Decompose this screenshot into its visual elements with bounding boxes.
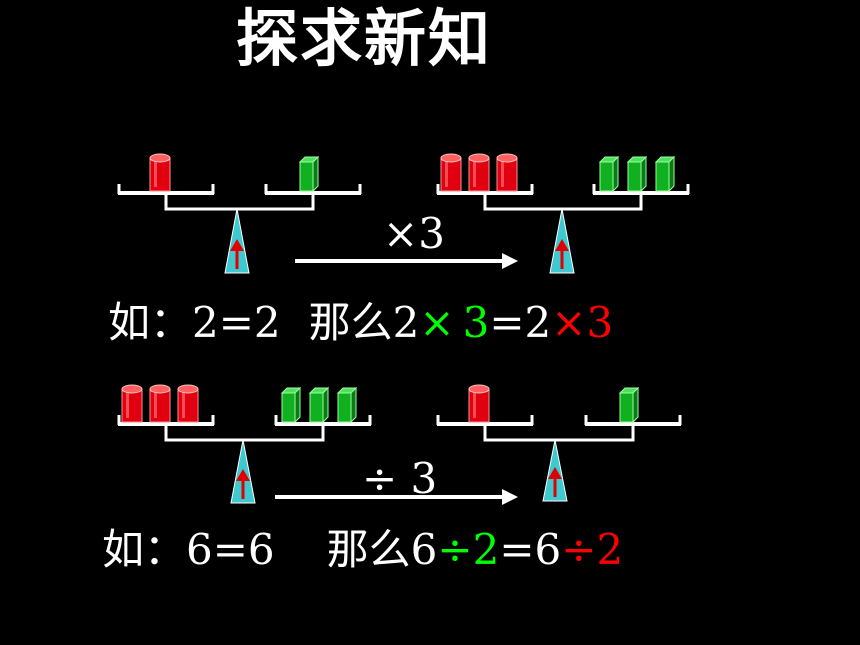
balance-scale-row2-left	[117, 384, 372, 504]
eq2-mid: =6	[499, 525, 562, 574]
eq2-op-red: ÷	[561, 525, 597, 574]
red-cylinder	[121, 384, 143, 423]
eq1-op-green: ×	[419, 298, 455, 347]
beam	[164, 424, 325, 442]
green-cube	[298, 155, 320, 193]
operation-label-row1: ×3	[383, 209, 445, 258]
up-arrow-icon	[555, 239, 569, 269]
eq2-op-green: ÷	[437, 525, 473, 574]
operation-arrow-row1	[295, 253, 518, 269]
eq1-base: 2=2	[192, 298, 281, 347]
eq1-prefix: 如：	[108, 298, 193, 347]
red-cylinder	[468, 384, 490, 423]
green-cube	[308, 386, 330, 424]
red-cylinder	[440, 153, 462, 192]
red-cylinder	[149, 153, 171, 192]
red-cylinder	[149, 384, 171, 423]
operation-label-row2: ÷ 3	[362, 454, 437, 503]
page-title: 探求新知	[236, 2, 493, 75]
eq2-then: 那么	[326, 525, 411, 574]
green-cube	[654, 155, 676, 193]
green-cube	[626, 155, 648, 193]
eq1-then: 那么	[308, 298, 393, 347]
beam	[164, 193, 315, 211]
eq1-lhs: 2	[392, 298, 420, 347]
balance-scale-row1-right	[436, 153, 690, 274]
up-arrow-icon	[548, 467, 562, 497]
eq1-mid: =2	[489, 298, 552, 347]
balance-scale-row1-left	[117, 153, 362, 274]
balance-scale-row2-right	[436, 384, 682, 502]
operation-arrow-row2	[275, 489, 518, 505]
eq2-num-red: 2	[596, 525, 624, 574]
eq2-lhs: 6	[410, 525, 438, 574]
eq2-num-green: 2	[472, 525, 500, 574]
red-cylinder	[496, 153, 518, 192]
green-cube	[280, 386, 302, 424]
eq2-base: 6=6	[186, 525, 275, 574]
green-cube	[336, 386, 358, 424]
up-arrow-icon	[230, 239, 244, 269]
red-cylinder	[177, 384, 199, 423]
green-cube	[618, 386, 640, 424]
eq1-op-red: ×	[551, 298, 587, 347]
up-arrow-icon	[236, 469, 250, 499]
eq1-num-green: 3	[462, 298, 490, 347]
green-cube	[598, 155, 620, 193]
eq1-num-red: 3	[586, 298, 614, 347]
beam	[483, 424, 635, 442]
beam	[483, 193, 643, 211]
eq2-prefix: 如：	[102, 525, 187, 574]
red-cylinder	[468, 153, 490, 192]
